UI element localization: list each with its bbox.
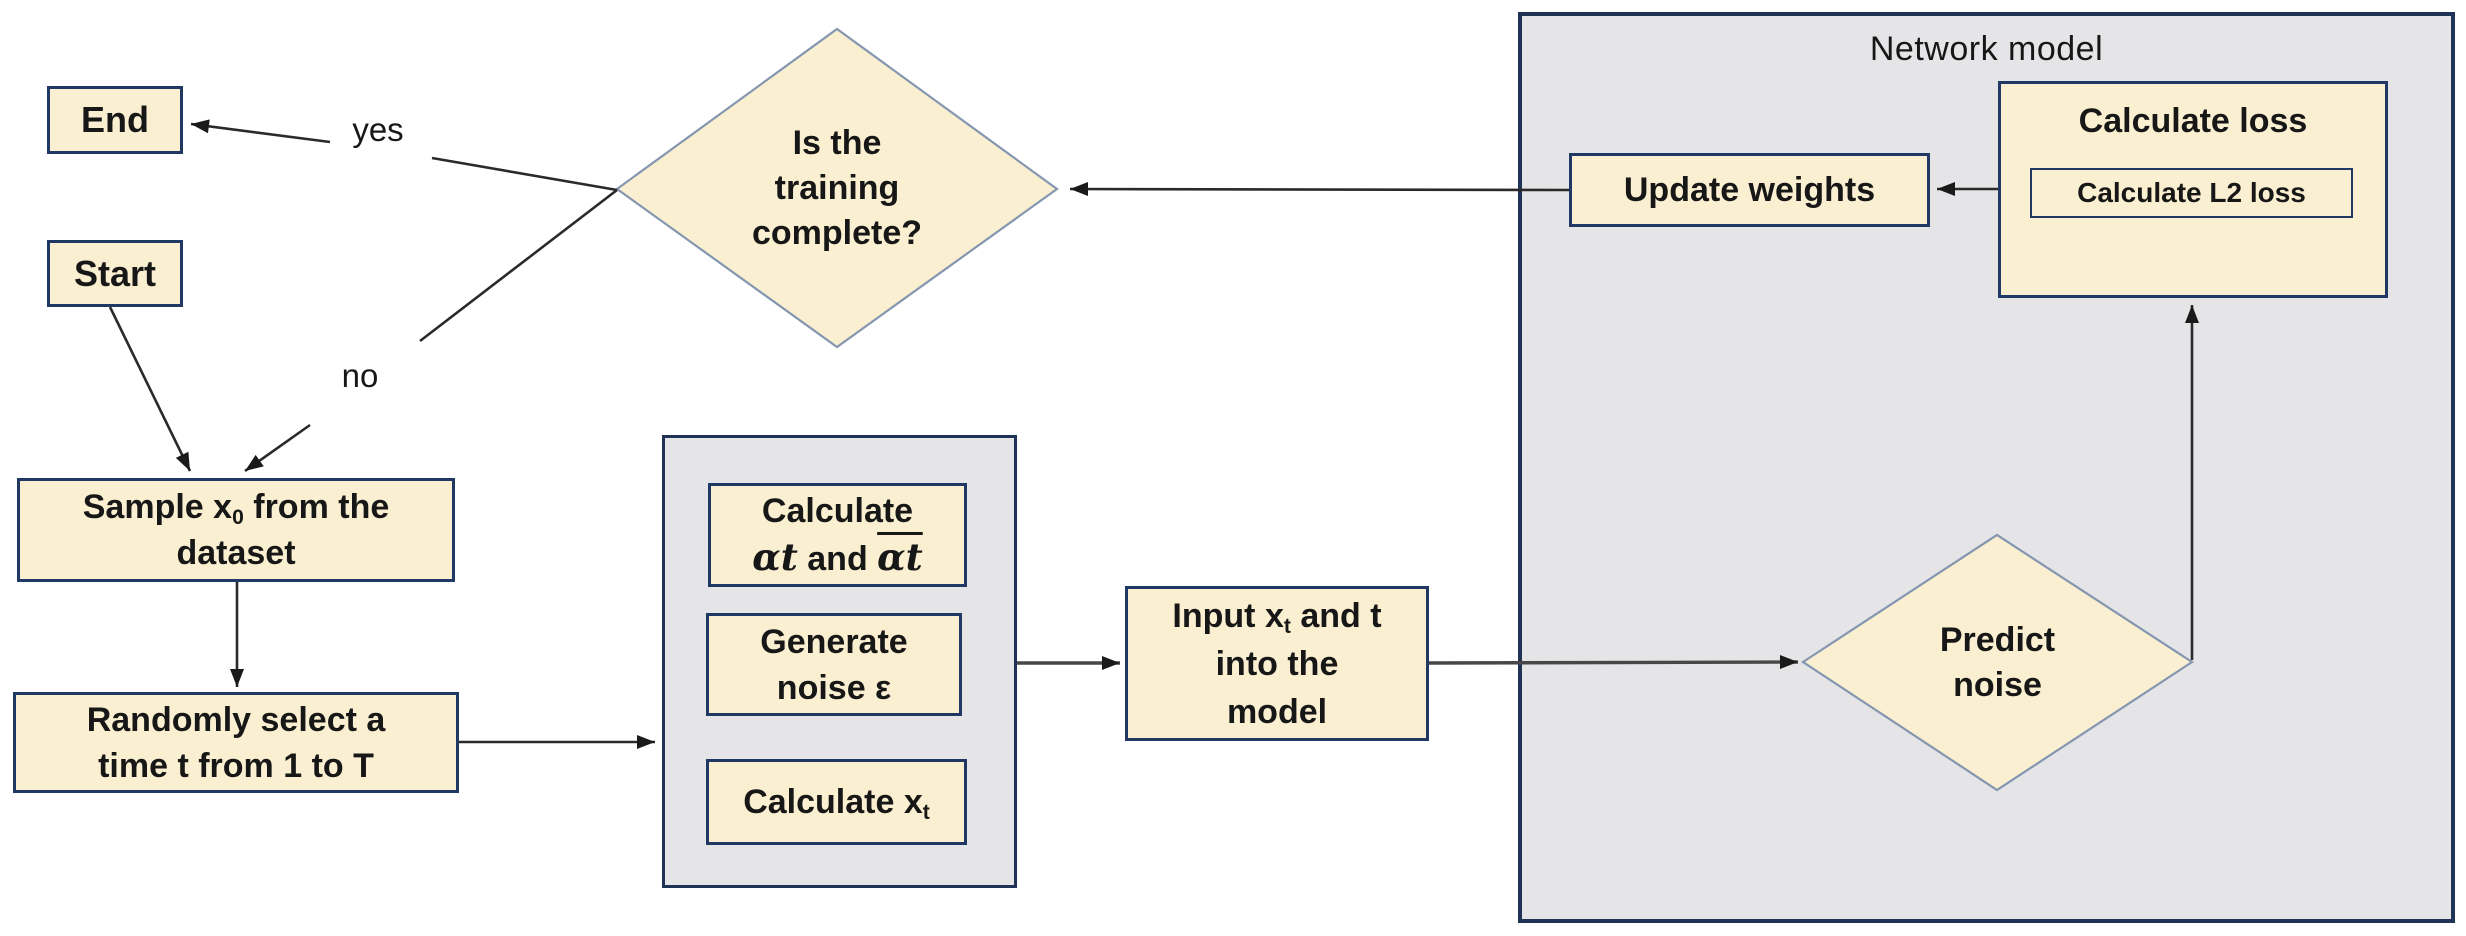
calc-alpha-node: Calculate αt and αt <box>708 483 967 587</box>
sample-x0-line1: Sample x0 from the <box>82 488 390 529</box>
update-weights-node: Update weights <box>1569 153 1930 227</box>
random-time-line1: Randomly select a <box>86 700 386 739</box>
subscript-0: 0 <box>232 505 244 529</box>
subscript-t: t <box>922 800 930 824</box>
edge-no-segment-a <box>419 188 618 343</box>
edge-yes-segment-b <box>190 119 331 144</box>
sample-x0-line2: dataset <box>176 534 296 572</box>
start-label: Start <box>73 252 157 294</box>
alpha-t-bar: αt <box>877 535 923 579</box>
edge-yes-segment-a <box>431 156 618 192</box>
input-xt-line3: model <box>1226 692 1328 731</box>
network-model-title: Network model <box>1869 30 2104 68</box>
edge-no-segment-b <box>244 423 311 473</box>
random-time-line2: time t from 1 to T <box>98 746 374 785</box>
edge-start-to-sample <box>108 306 192 472</box>
calc-alpha-line1: Calculate <box>761 492 914 530</box>
end-node: End <box>47 86 183 154</box>
edge-input-to-predict <box>1428 655 1799 670</box>
calculate-l2-loss-node: Calculate L2 loss <box>2030 168 2353 218</box>
subscript-t: t <box>1283 614 1291 638</box>
decision-predict-diamond <box>1800 533 2195 792</box>
update-weights-label: Update weights <box>1623 171 1876 209</box>
generate-noise-node: Generate noise ε <box>706 613 962 716</box>
input-xt-node: Input xt and t into the model <box>1125 586 1429 741</box>
calculate-loss-title: Calculate loss <box>2078 102 2308 140</box>
decision-training-diamond <box>615 27 1059 349</box>
end-label: End <box>81 99 149 140</box>
calc-xt-node: Calculate xt <box>706 759 967 845</box>
alpha-t: αt <box>752 535 798 579</box>
generate-noise-line2: noise ε <box>776 668 892 707</box>
decision-predict-text: Predict noise <box>1939 620 2056 704</box>
edge-update-to-decision <box>1069 182 1570 197</box>
sample-x0-node: Sample x0 from the dataset <box>17 478 455 582</box>
input-xt-line2: into the <box>1215 644 1339 683</box>
generate-noise-line1: Generate <box>760 622 908 661</box>
start-node: Start <box>47 240 183 307</box>
calc-xt-label: Calculate xt <box>743 783 930 824</box>
calculate-l2-loss-label: Calculate L2 loss <box>2077 177 2306 208</box>
decision-training-text: Is the training complete? <box>751 123 923 252</box>
input-xt-line1: Input xt and t <box>1172 596 1382 638</box>
random-time-node: Randomly select a time t from 1 to T <box>13 692 459 793</box>
calc-alpha-line2: αt and αt <box>752 535 923 579</box>
edge-label-no: no <box>341 357 379 394</box>
edge-label-yes: yes <box>352 111 404 148</box>
